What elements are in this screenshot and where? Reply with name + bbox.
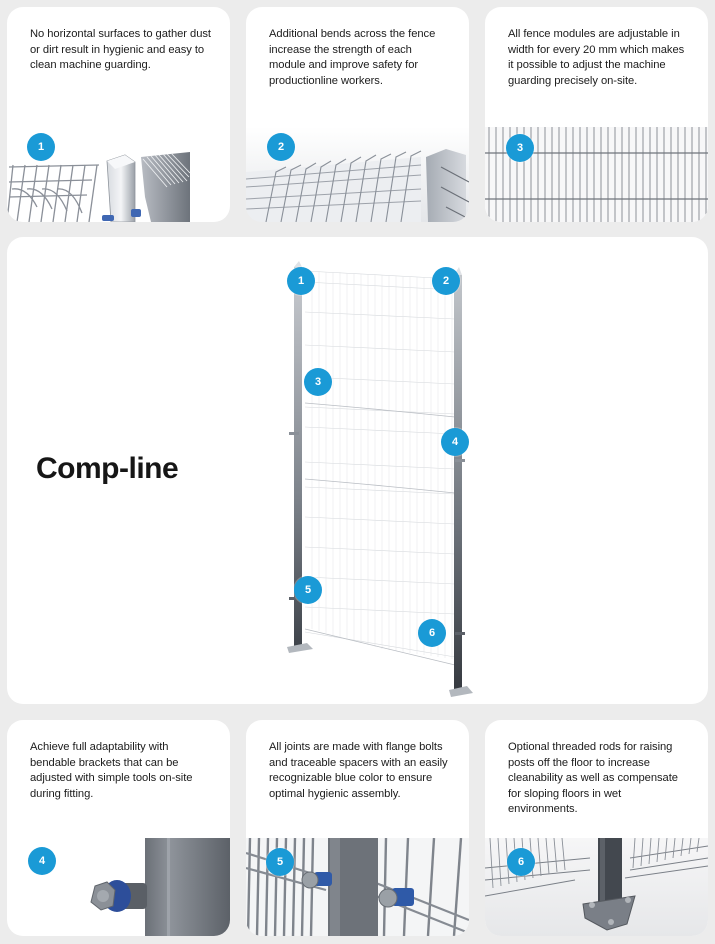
feature-text-4: Achieve full adaptability with bendable …	[30, 741, 193, 800]
flange-bolt-joint-image	[246, 838, 469, 936]
post-foot-plate-image	[485, 838, 708, 936]
fence-module-image	[277, 257, 477, 702]
marker-badge-3: 3	[506, 134, 534, 162]
hero-card: Comp-line	[7, 237, 708, 704]
feature-text-2: Additional bends across the fence increa…	[269, 28, 436, 87]
fence-mesh-grid-image	[485, 127, 708, 222]
feature-text-1: No horizontal surfaces to gather dust or…	[30, 28, 211, 71]
hero-marker-5: 5	[294, 576, 322, 604]
feature-card-4: Achieve full adaptability with bendable …	[7, 720, 230, 936]
bracket-bolt-image	[7, 838, 230, 936]
fence-post-corner-image	[7, 127, 230, 222]
feature-card-2: Additional bends across the fence increa…	[246, 7, 469, 222]
hero-marker-4: 4	[441, 428, 469, 456]
marker-badge-4: 4	[28, 847, 56, 875]
feature-card-1: No horizontal surfaces to gather dust or…	[7, 7, 230, 222]
marker-badge-6: 6	[507, 848, 535, 876]
marker-badge-5: 5	[266, 848, 294, 876]
hero-marker-6: 6	[418, 619, 446, 647]
feature-text-3: All fence modules are adjustable in widt…	[508, 28, 685, 87]
feature-text-5: All joints are made with flange bolts an…	[269, 741, 448, 800]
marker-badge-2: 2	[267, 133, 295, 161]
hero-marker-3: 3	[304, 368, 332, 396]
product-title: Comp-line	[36, 452, 179, 485]
marker-badge-1: 1	[27, 133, 55, 161]
hero-marker-2: 2	[432, 267, 460, 295]
feature-card-3: All fence modules are adjustable in widt…	[485, 7, 708, 222]
feature-card-5: All joints are made with flange bolts an…	[246, 720, 469, 936]
feature-text-6: Optional threaded rods for raising posts…	[508, 741, 678, 815]
feature-card-6: Optional threaded rods for raising posts…	[485, 720, 708, 936]
fence-bend-image	[246, 127, 469, 222]
hero-marker-1: 1	[287, 267, 315, 295]
